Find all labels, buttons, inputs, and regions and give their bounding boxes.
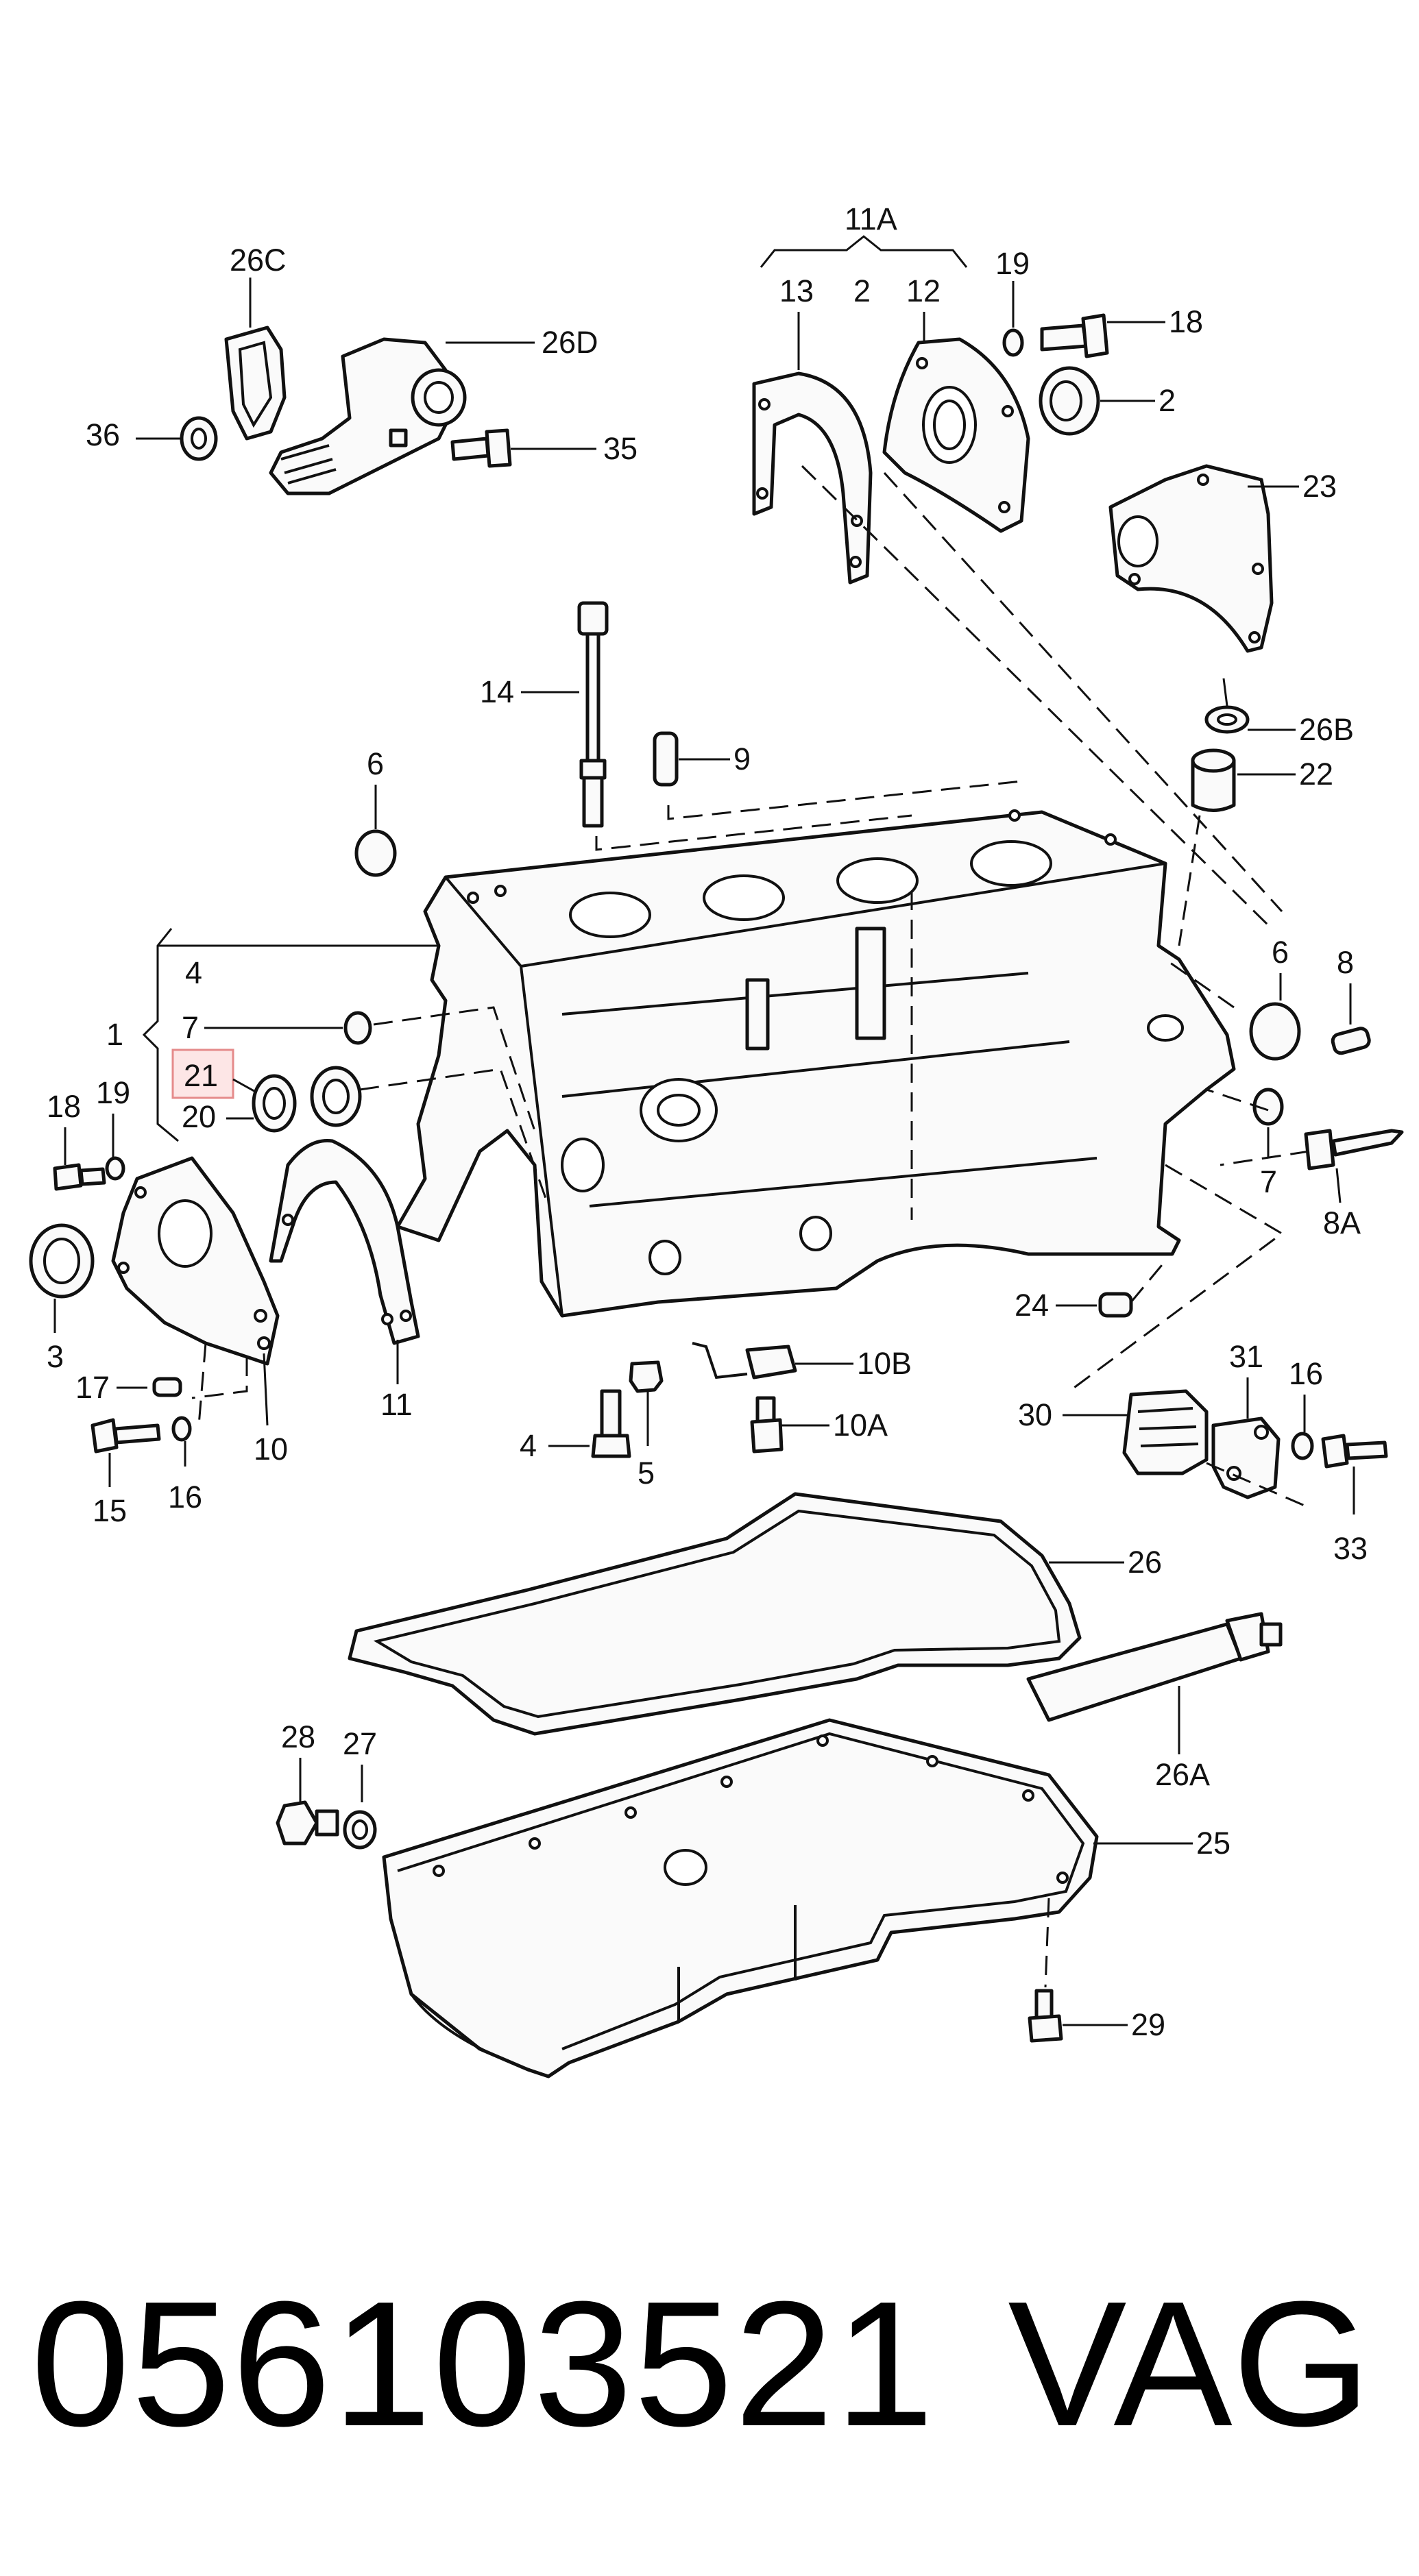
label-16-left: 16 <box>168 1480 202 1514</box>
parts-19-18-2-top: 19 18 2 <box>995 246 1203 436</box>
label-4: 4 <box>185 955 202 990</box>
brand-text: VAG <box>1008 2265 1371 2464</box>
highlight-box-21 <box>171 1048 234 1099</box>
label-7-left: 7 <box>182 1010 199 1045</box>
label-26c: 26C <box>230 243 287 278</box>
label-26: 26 <box>1128 1545 1162 1580</box>
label-30: 30 <box>1018 1397 1052 1432</box>
label-28: 28 <box>281 1719 315 1754</box>
label-31: 31 <box>1229 1339 1263 1374</box>
label-27: 27 <box>343 1726 377 1761</box>
label-35: 35 <box>603 431 638 466</box>
group-1-bracket: 4 1 <box>106 928 439 1142</box>
label-14: 14 <box>480 674 514 709</box>
group-26c-26d: 26C 26D 36 35 <box>86 243 638 495</box>
part-14-dipstick-tube: 14 <box>480 601 609 828</box>
label-18-top: 18 <box>1169 304 1203 339</box>
label-4-bottom: 4 <box>520 1428 537 1463</box>
part-12-seal-flange <box>882 337 1030 533</box>
label-16-right: 16 <box>1289 1356 1323 1391</box>
part-1-engine-block <box>396 809 1236 1318</box>
parts-lower-bolts: 4 5 10B 10A <box>520 1342 912 1491</box>
label-19-top: 19 <box>995 246 1030 281</box>
part-9-pin: 9 <box>653 731 751 787</box>
label-18-left: 18 <box>47 1089 81 1124</box>
label-9: 9 <box>733 741 751 776</box>
label-25: 25 <box>1196 1826 1230 1861</box>
assembly-dash-lines <box>191 465 1310 1988</box>
part-23-cover-plate: 23 <box>1108 464 1337 653</box>
label-19-left: 19 <box>96 1075 130 1110</box>
label-10a: 10A <box>833 1408 888 1443</box>
label-36: 36 <box>86 417 120 452</box>
group-11a-bracket: 11A 13 2 12 <box>760 201 968 370</box>
parts-right-side: 6 8 7 8A 24 <box>1015 935 1404 1323</box>
label-6-right: 6 <box>1272 935 1289 970</box>
part-26-oil-pan-gasket: 26 <box>348 1492 1162 1736</box>
label-17: 17 <box>75 1370 110 1405</box>
part-13-cover-gasket <box>752 371 873 585</box>
label-15: 15 <box>93 1493 127 1528</box>
parts-30-31-16-33: 30 31 16 33 <box>1018 1339 1388 1566</box>
label-20: 20 <box>182 1099 216 1134</box>
label-7-right: 7 <box>1260 1164 1277 1199</box>
parts-7-21-20-left: 7 21 20 <box>171 1010 372 1134</box>
label-26b: 26B <box>1299 712 1354 747</box>
label-8a: 8A <box>1323 1205 1361 1240</box>
part-29-bolt: 29 <box>1028 1989 1165 2043</box>
label-10b: 10B <box>857 1346 912 1381</box>
label-13: 13 <box>779 273 814 308</box>
label-2-top: 2 <box>853 273 871 308</box>
label-3: 3 <box>47 1339 64 1374</box>
part-number-text: 056103521 <box>31 2265 936 2464</box>
part-6-plug-top: 6 <box>354 746 397 877</box>
label-2: 2 <box>1159 383 1176 418</box>
parts-28-27-drain-plug: 28 27 <box>276 1719 377 1850</box>
parts-26b-22: 26B 22 <box>1191 678 1354 812</box>
label-11: 11 <box>380 1387 413 1422</box>
label-6-top: 6 <box>367 746 384 781</box>
label-24: 24 <box>1015 1288 1049 1323</box>
label-33: 33 <box>1333 1531 1368 1566</box>
part-25-oil-pan: 25 <box>382 1718 1230 2078</box>
label-5: 5 <box>638 1456 655 1491</box>
label-21: 21 <box>184 1058 218 1093</box>
label-8: 8 <box>1337 945 1354 980</box>
label-11a: 11A <box>845 201 897 236</box>
parts-front-cover-left: 18 19 3 10 11 17 15 16 <box>29 1075 420 1528</box>
label-22: 22 <box>1299 757 1333 792</box>
label-1: 1 <box>106 1017 123 1052</box>
label-23: 23 <box>1302 469 1337 504</box>
label-26d: 26D <box>542 325 598 360</box>
label-26a: 26A <box>1155 1757 1210 1792</box>
part-26a-sealant-tube: 26A <box>1026 1612 1283 1792</box>
label-12: 12 <box>906 273 941 308</box>
label-29: 29 <box>1131 2007 1165 2042</box>
label-10: 10 <box>254 1432 288 1467</box>
